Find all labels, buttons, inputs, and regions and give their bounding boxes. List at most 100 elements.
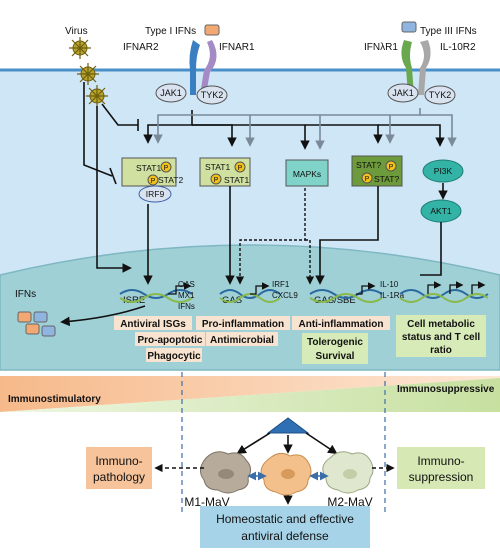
gene-ifns: IFNs xyxy=(178,302,195,311)
outcome-cell-metabolic-1: Cell metabolic xyxy=(407,319,475,330)
irf9 xyxy=(138,185,172,203)
outcome-tolerogenic: Tolerogenic xyxy=(307,337,363,348)
outcome-cell-metabolic-2: status and T cell xyxy=(402,332,481,343)
tyk2-right-label: TYK2 xyxy=(429,90,452,100)
triangle-icon xyxy=(266,417,310,434)
outcome-box-proinflammation xyxy=(196,316,290,330)
ifnar2-receptor xyxy=(189,40,200,95)
nuclear-translocation-arrows xyxy=(143,186,442,285)
ifnar1-label: IFNAR1 xyxy=(219,42,255,53)
gene-mx1: MX1 xyxy=(178,291,195,300)
immunosuppression-box xyxy=(397,447,485,489)
immunopathology-box xyxy=(86,447,152,489)
stat1-label-b1: STAT1 xyxy=(205,162,230,172)
tyk2-left-label: TYK2 xyxy=(201,90,224,100)
isre-promoter: ISRE xyxy=(119,282,193,306)
stat-q2-label: STAT? xyxy=(374,174,399,184)
pi3k-label: PI3K xyxy=(434,166,453,176)
stat1-label-a: STAT1 xyxy=(136,163,161,173)
stat1-label-b2: STAT1 xyxy=(224,175,249,185)
type3-signal-lines xyxy=(153,108,457,150)
p-label: P xyxy=(164,165,169,172)
immunosuppression-label-1: Immuno- xyxy=(417,454,464,468)
m1-label: M1-MaV xyxy=(184,495,229,509)
outcome-box-antimicrobial xyxy=(206,332,278,346)
outcome-cell-metabolic-3: ratio xyxy=(430,345,452,356)
m0-macrophage-icon xyxy=(260,452,312,496)
p-label: P xyxy=(389,164,394,171)
phospho-icon xyxy=(147,174,159,186)
m2-label: M2-MaV xyxy=(327,495,372,509)
gene-irf1: IRF1 xyxy=(272,280,290,289)
metabolic-dna xyxy=(399,281,489,303)
gas-label: GAS xyxy=(222,295,242,306)
nucleus xyxy=(0,244,500,371)
irf9-label: IRF9 xyxy=(146,189,165,199)
ifns-output-icon xyxy=(17,311,56,337)
immunosuppressive-label: Immunosuppressive xyxy=(397,384,495,395)
mapks xyxy=(285,159,329,187)
homeostatic-box xyxy=(200,506,370,548)
ifns-secretion-arrow xyxy=(60,305,146,327)
immunostimulatory-wedge xyxy=(0,376,500,412)
outcome-box-phagocytic xyxy=(146,348,202,362)
outcome-box-metabolic xyxy=(396,315,486,357)
gas-promoter: GAS xyxy=(219,282,281,306)
outcome-pro-apoptotic: Pro-apoptotic xyxy=(138,335,203,346)
gas-sbe-promoter: GAS/SBE xyxy=(309,282,383,306)
type1-ifn-ligand xyxy=(204,24,220,36)
tyk2-left xyxy=(196,85,228,105)
immunopathology-label-1: Immuno- xyxy=(95,454,142,468)
jak1-right xyxy=(387,83,419,103)
outcome-pro-inflammation: Pro-inflammation xyxy=(202,319,284,330)
outcome-box-antiinflammation xyxy=(292,316,390,330)
pi3k xyxy=(422,159,464,183)
immunopathology-label-2: pathology xyxy=(93,470,145,484)
m1-macrophage-icon xyxy=(200,451,252,494)
il10r2-receptor xyxy=(418,40,431,95)
outcome-survival: Survival xyxy=(316,351,355,362)
p-label: P xyxy=(214,177,219,184)
gene-oas: OAS xyxy=(178,280,195,289)
isre-label: ISRE xyxy=(123,295,145,306)
outcome-phagocytic: Phagocytic xyxy=(147,351,201,362)
gene-cxcl9: CXCL9 xyxy=(272,291,298,300)
outcome-box-tolerogenic xyxy=(302,333,368,364)
il10r2-label: IL-10R2 xyxy=(440,42,476,53)
gas-sbe-label: GAS/SBE xyxy=(314,295,356,306)
mapks-label: MAPKs xyxy=(293,169,321,179)
type1-signal-lines xyxy=(143,110,445,150)
tyk2-right xyxy=(424,85,456,105)
akt1-label: AKT1 xyxy=(430,206,452,216)
immunosuppression-label-2: suppression xyxy=(409,470,474,484)
mapk-dashed-arrows xyxy=(235,188,315,285)
ifnar1-receptor xyxy=(200,40,217,95)
ifns-output-label: IFNs xyxy=(15,289,36,300)
phospho-icon xyxy=(385,160,397,172)
gene-il10: IL-10 xyxy=(380,280,399,289)
type1-ifn-label: Type I IFNs xyxy=(145,26,196,37)
stat-q1-label: STAT? xyxy=(356,160,381,170)
ifnlr1-label: IFNλR1 xyxy=(364,42,398,53)
outcome-antimicrobial: Antimicrobial xyxy=(210,335,274,346)
type3-ifn-ligand xyxy=(401,21,417,33)
jak1-left xyxy=(155,83,187,103)
virus-signal-lines xyxy=(83,82,139,273)
homeostatic-label-2: antiviral defense xyxy=(241,529,329,543)
immunostimulatory-label: Immunostimulatory xyxy=(8,394,101,405)
type3-ifn-label: Type III IFNs xyxy=(420,26,477,37)
outcome-box-proapoptotic xyxy=(135,332,205,346)
ifnlr1-receptor xyxy=(401,40,414,95)
gene-il1ra: IL-1Ra xyxy=(380,291,405,300)
phospho-icon xyxy=(361,172,373,184)
ifnar2-label: IFNAR2 xyxy=(123,42,159,53)
m2-macrophage-icon xyxy=(322,451,374,494)
phospho-icon xyxy=(234,161,246,173)
stat-unknown-complex xyxy=(351,155,403,187)
phospho-icon xyxy=(210,173,222,185)
p-label: P xyxy=(151,178,156,185)
stat2-label-a: STAT2 xyxy=(158,175,183,185)
outcome-anti-inflammation: Anti-inflammation xyxy=(299,319,384,330)
p-label: P xyxy=(238,165,243,172)
